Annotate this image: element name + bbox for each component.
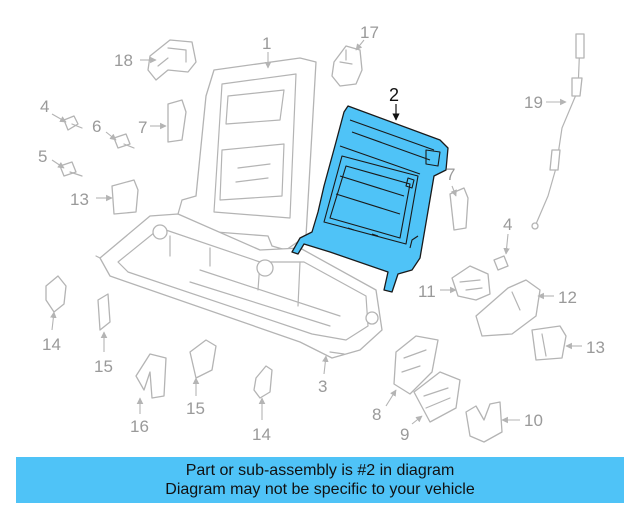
bolt-part-4-left bbox=[63, 115, 83, 131]
callout-12: 12 bbox=[558, 288, 577, 307]
bracket-part-11 bbox=[451, 265, 491, 301]
bolt-part-4-right bbox=[493, 255, 509, 271]
callout-6: 6 bbox=[92, 117, 101, 136]
cover-part-7-right bbox=[449, 187, 469, 231]
seat-back-frame-part-1 bbox=[177, 57, 317, 251]
clip-part-10 bbox=[465, 401, 503, 443]
callout-9: 9 bbox=[400, 425, 409, 444]
cable-part-19 bbox=[531, 33, 585, 230]
cover-part-13-right bbox=[531, 325, 567, 361]
seat-back-frame-part-2-highlighted bbox=[291, 105, 449, 293]
callout-2: 2 bbox=[389, 85, 399, 105]
leader-lines bbox=[50, 39, 582, 425]
callout-13-left: 13 bbox=[70, 190, 89, 209]
callout-14-middle: 14 bbox=[252, 425, 271, 444]
callout-4-right: 4 bbox=[503, 215, 512, 234]
bracket-part-14-middle bbox=[253, 365, 273, 399]
hinge-part-18 bbox=[147, 39, 197, 81]
cover-part-13-left bbox=[111, 179, 139, 215]
callout-11: 11 bbox=[418, 282, 436, 301]
callout-5: 5 bbox=[38, 147, 47, 166]
cover-part-12 bbox=[475, 279, 541, 337]
callout-7-left: 7 bbox=[138, 118, 147, 137]
seat-cushion-frame-part-3 bbox=[95, 213, 383, 359]
callout-1: 1 bbox=[262, 34, 271, 53]
bracket-part-15-middle bbox=[189, 339, 217, 379]
callout-16: 16 bbox=[130, 417, 149, 436]
parts-diagram: 1 2 3 4 4 5 6 7 7 8 9 10 11 12 13 13 14 … bbox=[38, 23, 605, 444]
callout-15-middle: 15 bbox=[186, 399, 205, 418]
callout-13-right: 13 bbox=[586, 338, 605, 357]
callout-10: 10 bbox=[524, 411, 543, 430]
cover-part-7-left bbox=[167, 99, 187, 143]
bolt-part-6 bbox=[113, 133, 135, 149]
bracket-part-9 bbox=[413, 371, 461, 423]
callout-7-right: 7 bbox=[446, 165, 455, 184]
callout-15-left: 15 bbox=[94, 357, 113, 376]
bracket-part-17 bbox=[331, 45, 363, 87]
callout-3: 3 bbox=[318, 377, 327, 396]
info-banner-line-2: Diagram may not be specific to your vehi… bbox=[165, 481, 475, 498]
info-banner: Part or sub-assembly is #2 in diagram Di… bbox=[16, 457, 624, 503]
bracket-part-15-left bbox=[97, 293, 111, 331]
bracket-part-8 bbox=[393, 335, 439, 395]
callout-18: 18 bbox=[114, 51, 133, 70]
bracket-part-14-left bbox=[45, 275, 67, 313]
callout-14-left: 14 bbox=[42, 335, 61, 354]
callout-4-left: 4 bbox=[40, 97, 49, 116]
info-banner-line-1: Part or sub-assembly is #2 in diagram bbox=[185, 462, 455, 479]
callout-19: 19 bbox=[524, 93, 543, 112]
callout-8: 8 bbox=[372, 405, 381, 424]
callout-17: 17 bbox=[360, 23, 379, 42]
clip-part-16 bbox=[135, 353, 167, 399]
bolt-part-5 bbox=[59, 161, 83, 177]
